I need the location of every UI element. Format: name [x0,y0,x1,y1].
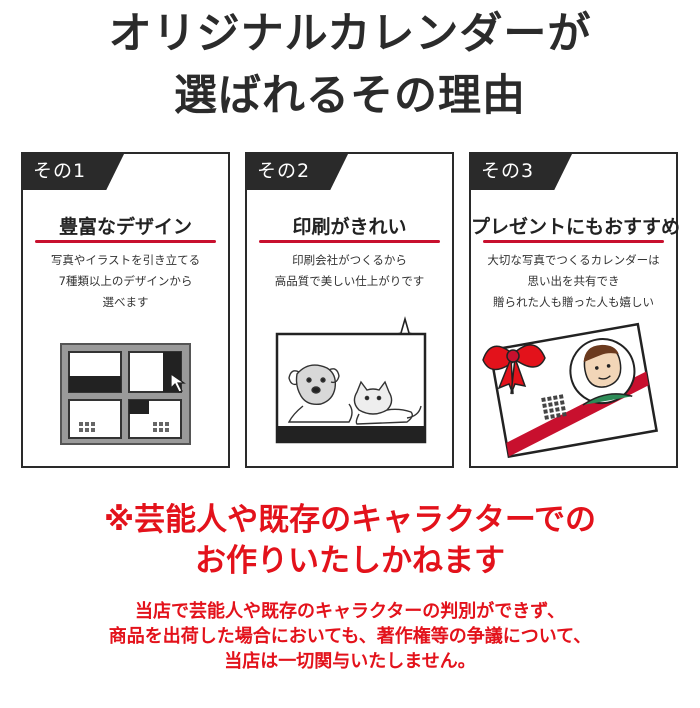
warning-heading-line-1: ※芸能人や既存のキャラクターでの [103,502,597,538]
card-tag: その2 [245,152,349,190]
title-underline [259,240,440,243]
dog-cat-photo-icon [275,316,427,444]
card-tag: その3 [469,152,573,190]
desc-line: 贈られた人も贈った人も嬉しい [493,295,654,309]
warning-heading-line-2: お作りいたしかねます [195,543,505,579]
title-underline [35,240,216,243]
desc-line: 大切な写真でつくるカレンダーは [487,253,660,267]
warning-note-line-3: 当店は一切関与いたしません。 [224,651,476,672]
desc-line: 選べます [102,295,149,309]
title-underline [483,240,664,243]
desc-line: 写真やイラストを引き立てる [50,253,201,267]
reason-card-3: その3 プレゼントにもおすすめ 大切な写真でつくるカレンダーは 思い出を共有でき… [469,152,681,468]
desc-line: 高品質で美しい仕上がりです [274,274,425,288]
gift-card-icon [482,322,659,459]
reason-card-2: その2 印刷がきれい 印刷会社がつくるから 高品質で美しい仕上がりです [245,152,454,468]
headline-line-1: オリジナルカレンダーが [108,9,592,59]
warning-note-line-1: 当店で芸能人や既存のキャラクターの判別ができず、 [134,601,566,622]
card-title: 豊富なデザイン [58,216,192,238]
reason-card-1: その1 豊富なデザイン 写真やイラストを引き立てる 7種類以上のデザインから 選… [21,152,230,468]
card-description: 印刷会社がつくるから 高品質で美しい仕上がりです [251,250,448,292]
warning-note-line-2: 商品を出荷した場合においても、著作権等の争議について、 [108,626,592,647]
card-title: プレゼントにもおすすめ [471,216,681,238]
card-description: 大切な写真でつくるカレンダーは 思い出を共有でき 贈られた人も贈った人も嬉しい [475,250,672,313]
desc-line: 7種類以上のデザインから [58,274,193,288]
card-tag: その1 [21,152,125,190]
headline-line-2: 選ばれるその理由 [174,71,526,121]
card-description: 写真やイラストを引き立てる 7種類以上のデザインから 選べます [27,250,224,313]
card-title: 印刷がきれい [292,216,407,238]
calendar-layout-icon [60,343,191,445]
desc-line: 思い出を共有でき [527,274,620,288]
desc-line: 印刷会社がつくるから [292,253,407,267]
